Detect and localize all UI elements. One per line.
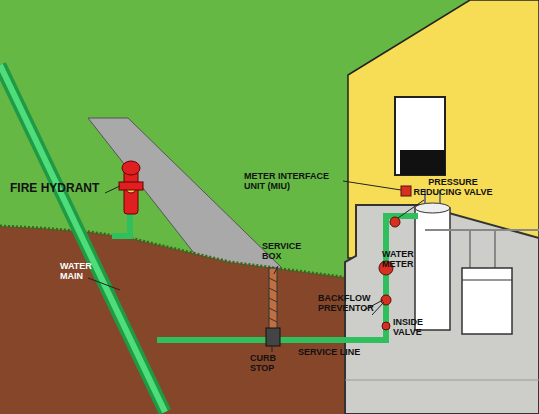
washer — [462, 268, 512, 334]
pipe — [425, 229, 539, 231]
curb-stop — [266, 328, 280, 346]
service-line-pipe — [157, 216, 418, 340]
service-box — [269, 268, 277, 330]
part-label: FIRE HYDRANT — [10, 182, 105, 195]
part-label: BACKFLOW PREVENTOR — [318, 294, 378, 314]
part-label: SERVICE BOX — [262, 242, 302, 262]
service-box-stripes — [269, 278, 277, 322]
inside-valve — [382, 322, 390, 330]
leader-line — [105, 186, 120, 193]
water-main-highlight — [0, 65, 165, 412]
water-heater — [415, 208, 450, 330]
pipe — [494, 230, 496, 268]
pressure-reducing-valve — [390, 217, 400, 227]
washer-panel — [462, 280, 512, 281]
grass-edge — [0, 226, 350, 278]
basement-floor — [345, 380, 539, 381]
leader-lines — [88, 181, 424, 352]
hydrant-cap — [122, 161, 140, 175]
part-label: WATER METER — [382, 250, 422, 270]
leader-line — [274, 266, 278, 274]
leader-line — [272, 346, 273, 352]
basement — [345, 205, 539, 414]
part-label: INSIDE VALVE — [393, 318, 438, 338]
leader-line — [343, 181, 401, 190]
fire-hydrant — [124, 170, 138, 214]
hydrant-branch — [112, 214, 130, 236]
part-label: CURB STOP — [250, 354, 290, 374]
soil — [0, 226, 350, 414]
window — [395, 97, 445, 175]
pipe — [469, 230, 471, 268]
miu — [401, 186, 411, 196]
window-shade — [400, 150, 445, 175]
water-heater-top — [415, 203, 450, 213]
water-main — [0, 65, 165, 412]
part-label: SERVICE LINE — [298, 348, 388, 358]
part-label: WATER MAIN — [60, 262, 100, 282]
leader-line — [88, 278, 120, 290]
part-label: PRESSURE REDUCING VALVE — [408, 178, 498, 198]
leader-line — [398, 200, 424, 218]
hydrant-arms — [119, 182, 143, 190]
part-label: METER INTERFACE UNIT (MIU) — [244, 172, 344, 192]
